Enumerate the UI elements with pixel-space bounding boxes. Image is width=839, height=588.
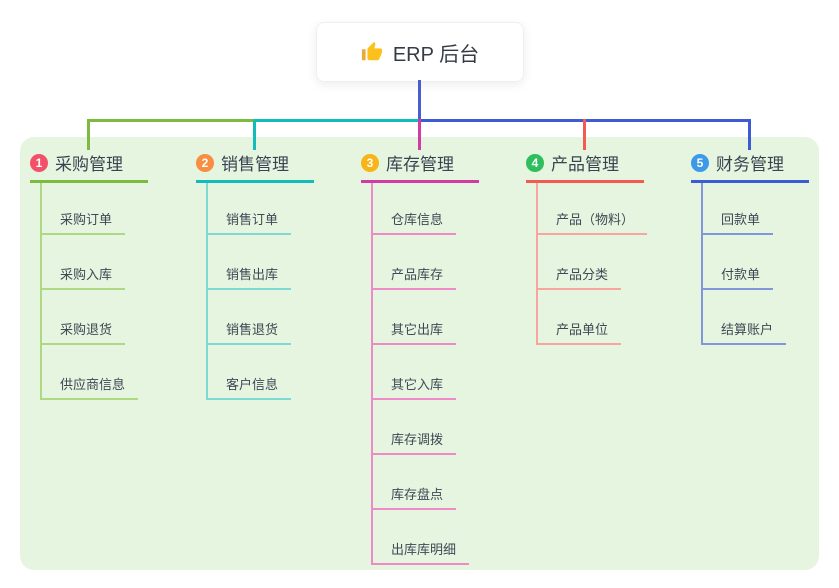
child-node[interactable]: 销售退货 xyxy=(208,290,292,345)
branch-header-purchase[interactable]: 1 采购管理 xyxy=(30,150,148,183)
connector-drop-purchase xyxy=(87,119,90,150)
child-node[interactable]: 库存盘点 xyxy=(373,455,457,510)
connector-drop-inventory xyxy=(418,119,421,150)
branch-children-product: 产品（物料） 产品分类 产品单位 xyxy=(536,183,648,345)
child-node[interactable]: 销售订单 xyxy=(208,183,292,235)
connector-drop-product xyxy=(583,119,586,150)
child-node[interactable]: 其它出库 xyxy=(373,290,457,345)
branch-children-finance: 回款单 付款单 结算账户 xyxy=(701,183,809,345)
child-node[interactable]: 其它入库 xyxy=(373,345,457,400)
child-node[interactable]: 采购入库 xyxy=(42,235,126,290)
branch-label: 销售管理 xyxy=(221,155,289,174)
child-node[interactable]: 出库库明细 xyxy=(373,510,470,565)
branch-number-badge: 5 xyxy=(691,153,709,172)
branch-header-finance[interactable]: 5 财务管理 xyxy=(691,150,809,183)
connector-rail-segment-green xyxy=(88,119,254,122)
branch-header-product[interactable]: 4 产品管理 xyxy=(526,150,644,183)
child-node[interactable]: 结算账户 xyxy=(703,290,787,345)
branch-sales: 2 销售管理 销售订单 销售出库 销售退货 客户信息 xyxy=(196,150,314,400)
child-node[interactable]: 产品库存 xyxy=(373,235,457,290)
branch-label: 产品管理 xyxy=(551,155,619,174)
child-node[interactable]: 库存调拨 xyxy=(373,400,457,455)
child-node[interactable]: 回款单 xyxy=(703,183,774,235)
root-node[interactable]: ERP 后台 xyxy=(316,22,524,82)
branch-label: 库存管理 xyxy=(386,155,454,174)
child-node[interactable]: 付款单 xyxy=(703,235,774,290)
child-node[interactable]: 产品单位 xyxy=(538,290,622,345)
branch-number-badge: 2 xyxy=(196,153,214,172)
child-node[interactable]: 产品分类 xyxy=(538,235,622,290)
branch-children-inventory: 仓库信息 产品库存 其它出库 其它入库 库存调拨 库存盘点 出库库明细 xyxy=(371,183,479,565)
branch-header-inventory[interactable]: 3 库存管理 xyxy=(361,150,479,183)
child-node[interactable]: 供应商信息 xyxy=(42,345,139,400)
branch-children-purchase: 采购订单 采购入库 采购退货 供应商信息 xyxy=(40,183,148,400)
child-node[interactable]: 产品（物料） xyxy=(538,183,648,235)
branch-label: 财务管理 xyxy=(716,155,784,174)
branch-purchase: 1 采购管理 采购订单 采购入库 采购退货 供应商信息 xyxy=(30,150,148,400)
root-label: ERP 后台 xyxy=(392,43,480,66)
connector-drop-sales xyxy=(253,119,256,150)
branch-children-sales: 销售订单 销售出库 销售退货 客户信息 xyxy=(206,183,314,400)
branch-number-badge: 4 xyxy=(526,153,544,172)
branch-number-badge: 1 xyxy=(30,153,48,172)
branches-background-panel xyxy=(20,137,819,570)
connector-root-stem xyxy=(418,80,421,119)
child-node[interactable]: 客户信息 xyxy=(208,345,292,400)
branch-number-badge: 3 xyxy=(361,153,379,172)
branch-product: 4 产品管理 产品（物料） 产品分类 产品单位 xyxy=(526,150,648,345)
child-node[interactable]: 采购退货 xyxy=(42,290,126,345)
child-node[interactable]: 销售出库 xyxy=(208,235,292,290)
thumbs-up-icon xyxy=(361,41,383,63)
branch-finance: 5 财务管理 回款单 付款单 结算账户 xyxy=(691,150,809,345)
branch-header-sales[interactable]: 2 销售管理 xyxy=(196,150,314,183)
child-node[interactable]: 采购订单 xyxy=(42,183,126,235)
connector-rail-segment-teal xyxy=(254,119,420,122)
branch-inventory: 3 库存管理 仓库信息 产品库存 其它出库 其它入库 库存调拨 库存盘点 出库库… xyxy=(361,150,479,565)
child-node[interactable]: 仓库信息 xyxy=(373,183,457,235)
branch-label: 采购管理 xyxy=(55,155,123,174)
connector-drop-finance xyxy=(748,119,751,150)
